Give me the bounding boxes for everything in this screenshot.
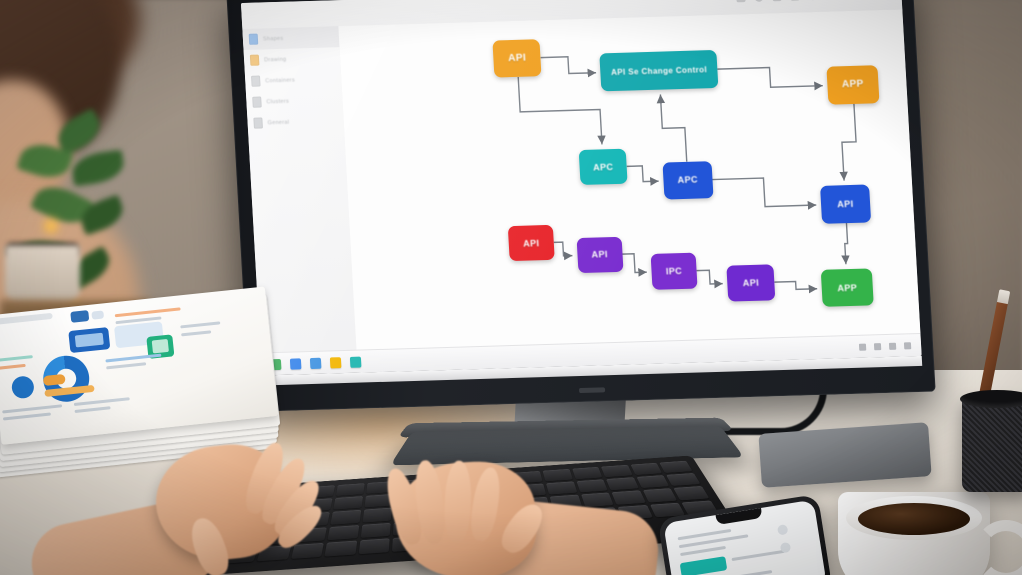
zoom-icon[interactable] [772, 0, 782, 2]
flow-node-n11[interactable]: APP [820, 268, 874, 308]
sidebar-item-label: General [267, 119, 290, 126]
monitor-cable [700, 368, 827, 435]
sidebar-item-icon [253, 117, 263, 129]
sidebar-item-containers[interactable]: Containers [245, 68, 342, 92]
coffee-liquid [858, 503, 970, 535]
taskbar-app-teal[interactable] [349, 356, 362, 368]
sidebar-item-label: Clusters [266, 98, 290, 105]
keyboard-key[interactable] [606, 477, 639, 491]
sidebar-item-label: Drawing [263, 56, 287, 63]
sidebar-item-icon [248, 33, 259, 45]
sidebar-item-icon [252, 96, 262, 108]
pencil-holder-rim [960, 390, 1022, 408]
sidebar-item-clusters[interactable]: Clusters [246, 89, 343, 113]
flow-node-label: APP [841, 78, 865, 91]
flow-node-label: API [837, 198, 854, 210]
flow-node-n9[interactable]: IPC [650, 252, 698, 290]
battery-icon[interactable] [888, 342, 897, 350]
system-tray[interactable] [858, 341, 912, 351]
redo-icon[interactable] [754, 0, 764, 2]
left-hand [24, 413, 373, 575]
keyboard-key[interactable] [601, 464, 633, 478]
flow-node-label: API [522, 237, 540, 249]
flow-node-n3[interactable]: APP [826, 65, 880, 105]
keyboard-key[interactable] [659, 460, 693, 474]
flow-node-n10[interactable]: API [726, 264, 776, 302]
right-hand [352, 442, 663, 575]
flow-edge-n1-n2 [540, 56, 597, 78]
flow-node-label: API [591, 249, 609, 261]
flow-node-label: API [507, 52, 527, 65]
flow-edge-n5-n6 [712, 177, 817, 210]
sidebar-item-icon [249, 54, 260, 66]
taskbar-app-blue-2[interactable] [309, 357, 322, 369]
toolbar-icon-group[interactable] [736, 0, 889, 3]
keyboard-key[interactable] [666, 473, 701, 487]
pencil-holder [960, 390, 1022, 492]
mug-handle [974, 520, 1022, 575]
flow-edge-n1-n4 [517, 76, 606, 145]
sidebar-item-general[interactable]: General [247, 110, 344, 134]
flow-edge-n9-n10 [696, 269, 723, 289]
flow-edge-n10-n11 [774, 280, 818, 294]
flow-node-label: IPC [665, 266, 683, 277]
taskbar-app-blue[interactable] [289, 357, 302, 370]
keyboard-key[interactable] [636, 475, 670, 489]
taskbar-app-yellow[interactable] [329, 356, 342, 368]
flow-node-label: APC [592, 161, 614, 173]
flow-node-n5[interactable]: APC [662, 160, 714, 200]
flow-node-n6[interactable]: API [819, 184, 871, 224]
flow-node-n1[interactable]: API [492, 38, 542, 78]
sidebar-item-drawing[interactable]: Drawing [244, 47, 341, 71]
sidebar-item-label: Containers [265, 76, 296, 84]
flow-node-n7[interactable]: API [507, 224, 555, 262]
volume-icon[interactable] [873, 342, 882, 350]
sidebar-item-label: Shapes [262, 35, 284, 42]
flow-node-label: APP [837, 282, 858, 294]
flow-node-n8[interactable]: API [576, 236, 624, 274]
flow-node-n2[interactable]: API Se Change Control [599, 50, 719, 92]
keyboard-key[interactable] [630, 462, 663, 476]
flow-edge-n5-n2 [656, 94, 688, 162]
share-icon[interactable] [790, 0, 800, 1]
flow-edge-n4-n5 [626, 165, 659, 186]
sidebar-item-icon [250, 75, 261, 87]
plant-pot [5, 245, 80, 303]
notification-icon[interactable] [903, 341, 912, 349]
keyboard-key[interactable] [611, 490, 646, 505]
monitor-logo [578, 387, 606, 394]
keyboard-key[interactable] [580, 492, 614, 507]
undo-icon[interactable] [736, 0, 746, 3]
flow-edge-n3-n6 [839, 103, 857, 181]
keyboard-key[interactable] [673, 486, 710, 501]
flow-edge-n8-n9 [622, 253, 647, 277]
flow-edge-n7-n8 [553, 241, 573, 261]
flow-node-n4[interactable]: APC [578, 148, 628, 186]
keyboard-key[interactable] [642, 488, 678, 503]
flow-node-label: APC [677, 174, 699, 186]
sidebar-item-shapes[interactable]: Shapes [242, 26, 340, 51]
phone-notch [715, 507, 763, 526]
flow-edge-n6-n11 [841, 222, 850, 265]
flow-node-label: API Se Change Control [610, 64, 708, 77]
coffee-mug [838, 492, 1022, 575]
network-icon[interactable] [858, 343, 867, 351]
flow-node-label: API [742, 277, 760, 289]
flow-edge-n2-n3 [717, 66, 823, 91]
